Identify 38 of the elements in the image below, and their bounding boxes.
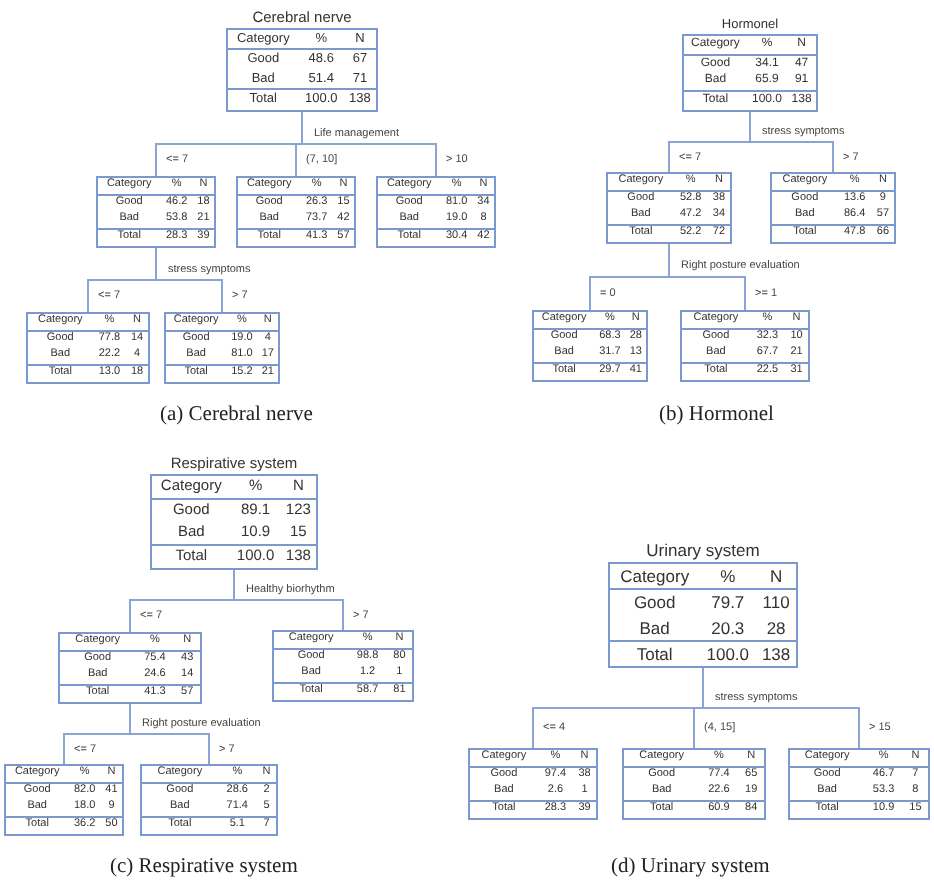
subfigure-caption: (d) Urinary system [611,854,770,880]
connector-line [301,143,437,177]
column-header: % [699,563,757,590]
percent-value: 79.7 [699,589,757,616]
connector-line [589,276,670,311]
connector-line [63,733,131,765]
percent-value: 20.3 [699,615,757,641]
connector-line [668,243,670,278]
column-header: Category [609,563,700,590]
connector-line [129,733,210,765]
subfigure-caption: (b) Hormonel [659,402,774,428]
column-header: N [756,563,797,590]
connector-line [749,141,834,173]
count-value: 28 [756,615,797,641]
subfigure-caption: (c) Respirative system [110,854,298,880]
connector-line [155,279,223,313]
connector-line [295,143,303,177]
connector-line [668,276,746,311]
connector-line [129,703,131,735]
connector-line [233,599,344,631]
connector-line [693,707,704,749]
row-label: Bad [609,615,700,641]
tree-title: Urinary system [646,540,760,562]
row-label: Total [609,640,700,668]
connector-line [301,111,303,145]
count-value: 138 [756,640,797,668]
connector-line [702,667,704,709]
connector-line [749,111,751,143]
connector-line [129,599,235,633]
connector-line [155,247,157,281]
connector-line [87,279,157,313]
count-value: 110 [756,589,797,616]
subfigure-caption: (a) Cerebral nerve [160,402,313,428]
connector-line [233,569,235,601]
percent-value: 100.0 [699,640,757,668]
connector-line [702,707,860,749]
row-label: Good [609,589,700,616]
connector-line [668,141,751,173]
